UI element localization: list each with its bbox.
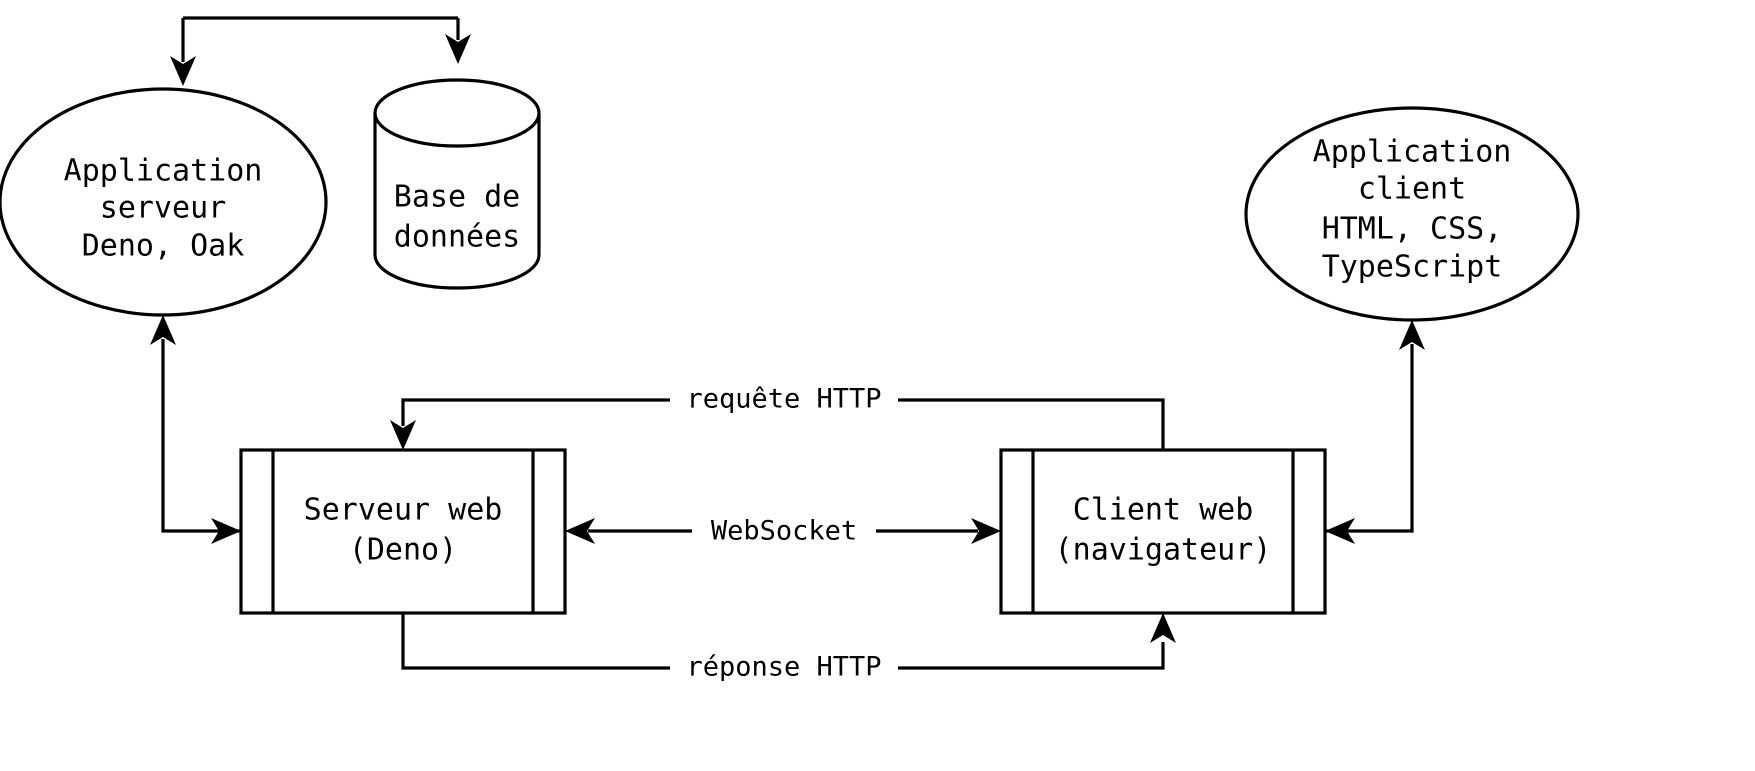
arrowhead-up-client-web-reponse xyxy=(1150,613,1176,643)
application-client-line-2: client xyxy=(1358,172,1466,207)
websocket-label-bg xyxy=(692,515,876,547)
reponse-http-label: réponse HTTP xyxy=(686,652,881,683)
application-client-line-3: HTML, CSS, xyxy=(1322,212,1503,247)
application-client-line-1: Application xyxy=(1313,135,1512,170)
edge-client-web-to-application-client xyxy=(1325,320,1425,544)
node-application-client[interactable]: Application client HTML, CSS, TypeScript xyxy=(1244,106,1580,322)
client-web-to-application-client-line xyxy=(1325,344,1414,533)
edge-websocket: WebSocket xyxy=(565,515,1001,547)
reponse-http-label-bg xyxy=(670,652,898,684)
serveur-web-to-application-serveur-line xyxy=(161,339,241,533)
base-de-donnees-top xyxy=(373,78,541,148)
edge-reponse-http: réponse HTTP xyxy=(401,613,1176,684)
client-web-box[interactable] xyxy=(999,448,1327,615)
edge-serveur-web-to-application-serveur xyxy=(150,315,241,544)
base-de-donnees-body[interactable] xyxy=(373,113,541,290)
edge-fork-top xyxy=(170,16,471,86)
application-client-line-4: TypeScript xyxy=(1322,250,1503,285)
edge-requete-http: requête HTTP xyxy=(390,384,1165,450)
application-serveur-line-2: serveur xyxy=(100,191,226,226)
base-de-donnees-line-1: Base de xyxy=(394,180,520,215)
arrowhead-up-application-client xyxy=(1399,320,1425,350)
arrowhead-down-base-de-donnees xyxy=(445,34,471,64)
client-web-line-2: (navigateur) xyxy=(1055,533,1272,568)
node-base-de-donnees[interactable]: Base de données xyxy=(373,78,541,290)
node-application-serveur[interactable]: Application serveur Deno, Oak xyxy=(0,87,328,317)
arrowhead-right-serveur-web xyxy=(211,518,241,544)
arrowhead-up-application-serveur xyxy=(150,315,176,345)
serveur-web-box[interactable] xyxy=(239,448,567,615)
node-serveur-web[interactable]: Serveur web (Deno) xyxy=(239,448,567,615)
websocket-label: WebSocket xyxy=(711,516,857,547)
arrowhead-left-client-web xyxy=(1325,518,1355,544)
requete-http-label: requête HTTP xyxy=(686,384,881,415)
node-client-web[interactable]: Client web (navigateur) xyxy=(999,448,1327,615)
base-de-donnees-line-2: données xyxy=(394,220,520,255)
requete-http-label-bg xyxy=(670,384,898,416)
application-serveur-line-3: Deno, Oak xyxy=(82,229,245,264)
application-serveur-line-1: Application xyxy=(64,154,263,189)
arrowhead-left-websocket xyxy=(565,518,595,544)
arrowhead-down-serveur-web-requete xyxy=(390,420,416,450)
serveur-web-line-2: (Deno) xyxy=(349,533,457,568)
arrowhead-down-application-serveur xyxy=(170,56,196,86)
client-web-line-1: Client web xyxy=(1073,493,1254,528)
arrowhead-right-websocket xyxy=(971,518,1001,544)
serveur-web-line-1: Serveur web xyxy=(304,493,503,528)
